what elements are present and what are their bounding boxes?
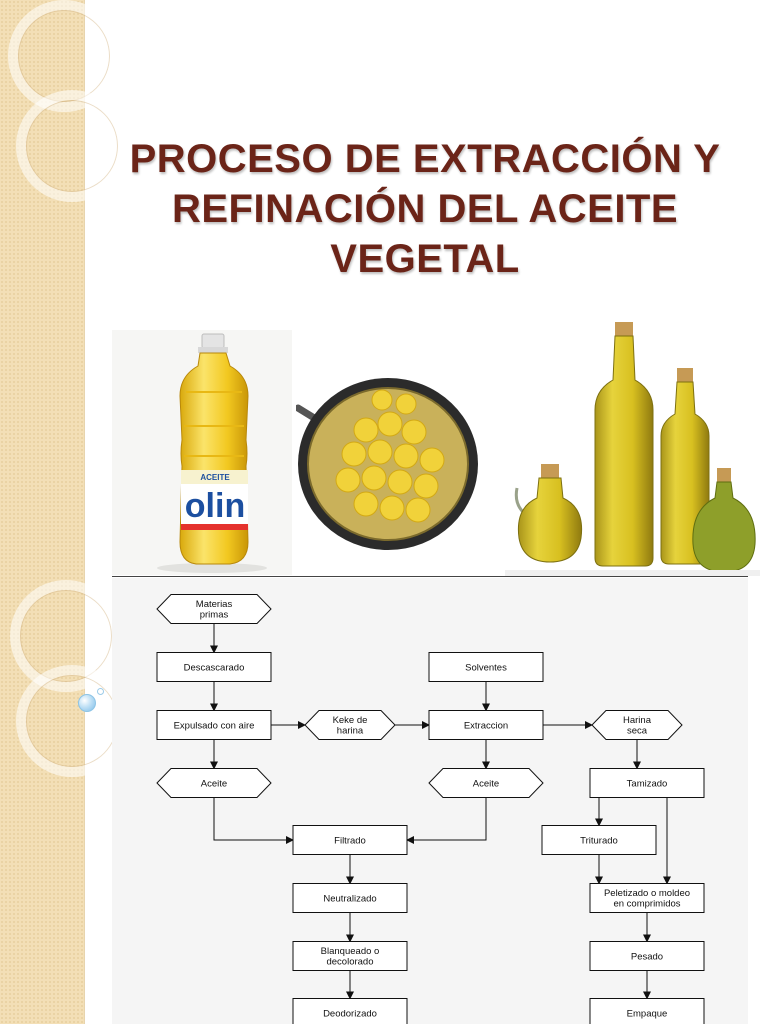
bottle-brand-text: olin — [185, 487, 245, 525]
flow-node-triturado: Triturado — [541, 825, 657, 855]
flow-node-empaque: Empaque — [589, 998, 705, 1024]
flow-node-label: Deodorizado — [323, 1008, 377, 1019]
flow-node-tamizado: Tamizado — [589, 768, 705, 798]
frying-pan-illustration — [294, 378, 478, 550]
flow-node-pesado: Pesado — [589, 941, 705, 971]
flow-node-label: Aceite — [201, 778, 227, 789]
flow-node-neutralizado: Neutralizado — [292, 883, 408, 913]
flow-node-label: Solventes — [465, 662, 507, 673]
flow-node-label: Descascarado — [184, 662, 245, 673]
flow-node-extraccion: Extraccion — [428, 710, 544, 740]
oil-bottle-photo: ACEITE olin — [112, 330, 292, 575]
flow-node-label: harina — [337, 726, 364, 737]
frying-pan-photo — [294, 372, 482, 552]
oil-jars-photo — [505, 318, 760, 576]
title-line: REFINACIÓN DEL ACEITE — [171, 187, 679, 231]
divider-line — [112, 576, 748, 577]
flow-node-label: Extraccion — [464, 720, 508, 731]
flow-node-label: Filtrado — [334, 835, 366, 846]
flow-node-label: Harina — [623, 715, 652, 726]
flow-node-label: Pesado — [631, 951, 663, 962]
flow-node-filtrado: Filtrado — [292, 825, 408, 855]
bubble-decoration-small — [97, 688, 104, 695]
flow-node-aceite1: Aceite — [156, 768, 272, 798]
flow-node-label: Neutralizado — [323, 893, 376, 904]
decorative-ring — [16, 90, 128, 202]
flow-node-label: Aceite — [473, 778, 499, 789]
flow-edge-aceite2-to-filtrado — [406, 797, 487, 844]
flow-node-label: decolorado — [326, 957, 373, 968]
oil-jars-illustration — [505, 322, 760, 576]
flow-node-solventes: Solventes — [428, 652, 544, 682]
flow-edge-aceite1-to-filtrado — [213, 797, 294, 844]
flow-node-label: Triturado — [580, 835, 618, 846]
flow-node-deodorizado: Deodorizado — [292, 998, 408, 1024]
flow-node-label: primas — [200, 610, 229, 621]
flow-node-label: seca — [627, 726, 648, 737]
flow-node-label: Keke de — [333, 715, 368, 726]
flow-node-label: Peletizado o moldeo — [604, 888, 690, 899]
title-line: VEGETAL — [330, 237, 520, 281]
oil-bottle-illustration: ACEITE olin — [157, 333, 267, 573]
flow-node-label: Blanqueado o — [321, 946, 380, 957]
slide-title: PROCESO DE EXTRACCIÓN Y REFINACIÓN DEL A… — [110, 134, 740, 284]
flow-node-expulsado: Expulsado con aire — [156, 710, 272, 740]
flow-node-descascarado: Descascarado — [156, 652, 272, 682]
flow-node-label: Materias — [196, 599, 233, 610]
title-line: PROCESO DE EXTRACCIÓN Y — [129, 137, 721, 181]
flow-node-label: Empaque — [627, 1008, 668, 1019]
flow-node-label: Tamizado — [627, 778, 668, 789]
flow-node-aceite2: Aceite — [428, 768, 544, 798]
flow-node-label: en comprimidos — [613, 899, 680, 910]
bubble-decoration — [78, 694, 96, 712]
flow-node-label: Expulsado con aire — [174, 720, 255, 731]
bottle-band-text: ACEITE — [200, 473, 230, 482]
side-decoration-strip — [0, 0, 128, 1024]
